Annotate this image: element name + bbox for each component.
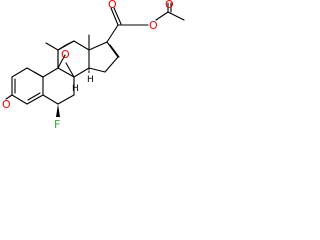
bond xyxy=(26,94,44,105)
h-8-label: H xyxy=(72,84,79,94)
ketone-oxygen-label: O xyxy=(108,0,117,11)
bond xyxy=(5,94,13,100)
epoxide-oxygen-label: O xyxy=(61,48,70,61)
h-14-label: H xyxy=(87,75,94,85)
structure-canvas: O F O O O O H H xyxy=(0,0,193,150)
ester-oxygen-label: O xyxy=(149,19,158,32)
bond xyxy=(104,56,119,73)
bond xyxy=(106,41,119,58)
bond xyxy=(57,67,75,78)
methyl-bond xyxy=(45,42,59,51)
bond xyxy=(57,44,67,51)
ring-a xyxy=(5,67,44,105)
bond xyxy=(155,11,169,21)
bond xyxy=(88,67,106,73)
bond xyxy=(113,7,122,25)
ring-c xyxy=(33,34,90,78)
bond xyxy=(65,62,75,78)
ring-b xyxy=(42,67,75,117)
bond xyxy=(73,67,90,78)
ring-d xyxy=(88,41,120,73)
bond xyxy=(42,94,59,105)
wedge-bond xyxy=(56,104,60,117)
bond xyxy=(65,40,75,46)
bond xyxy=(57,54,66,69)
methyl-bond xyxy=(33,71,44,78)
acetyl-oxygen-label: O xyxy=(165,0,174,11)
bond xyxy=(109,44,120,58)
fluorine-label: F xyxy=(54,118,60,131)
bond xyxy=(167,11,185,21)
molecule-diagram: O F O O O O H H xyxy=(2,0,185,131)
bond xyxy=(42,67,59,78)
bond xyxy=(27,92,41,101)
bond xyxy=(110,7,119,26)
side-chain xyxy=(106,2,185,43)
oxo-oxygen-label: O xyxy=(2,98,11,111)
bond xyxy=(73,40,90,51)
bond xyxy=(106,24,119,43)
bond xyxy=(88,41,108,51)
bond xyxy=(57,94,75,105)
bond xyxy=(11,94,28,105)
bond xyxy=(11,67,28,78)
stereo-marks xyxy=(73,67,90,85)
